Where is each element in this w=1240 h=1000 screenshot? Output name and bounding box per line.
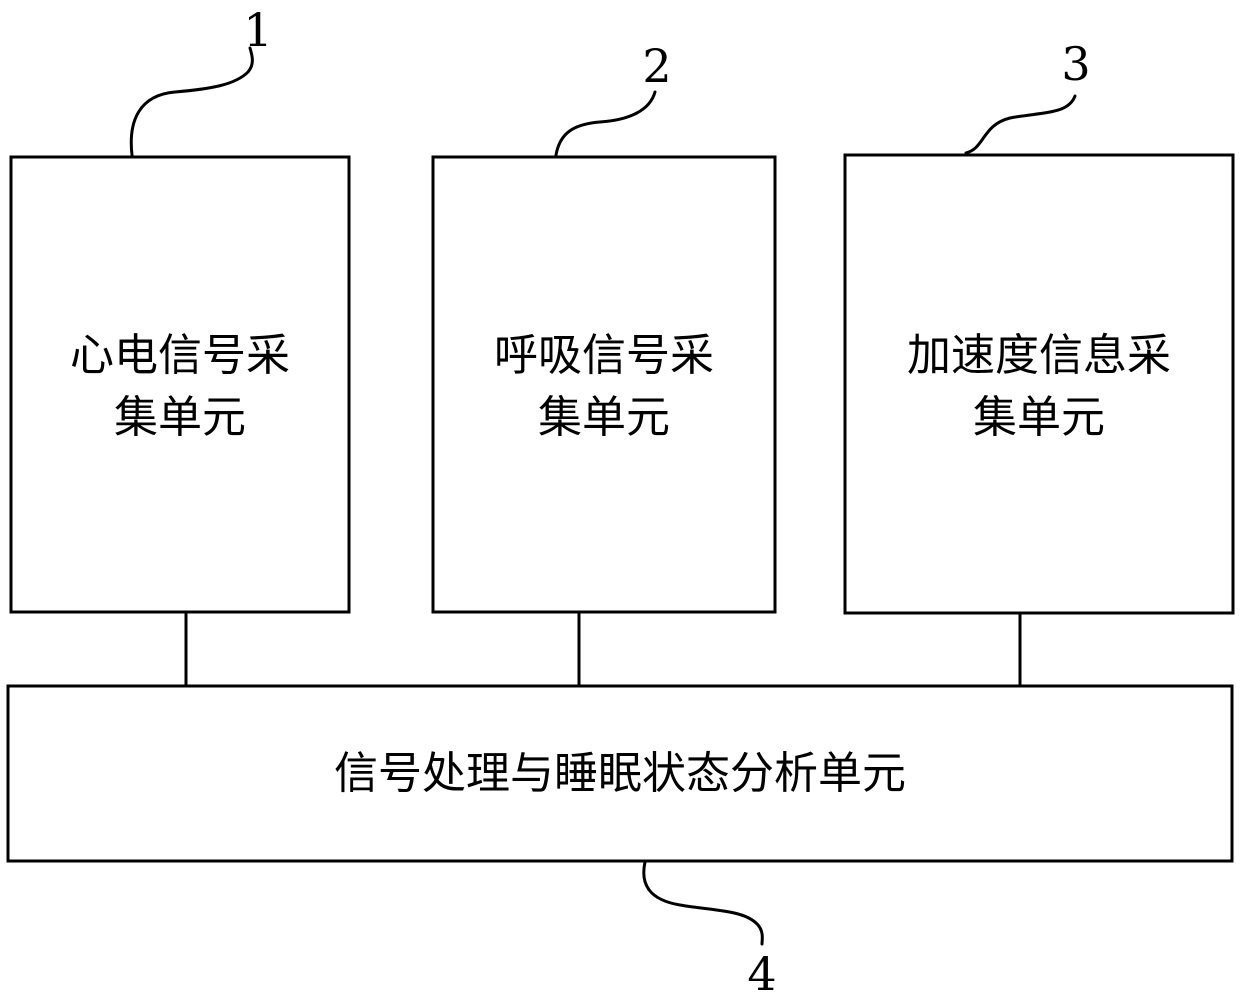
ref-number-1: 1 <box>243 3 272 57</box>
unit-box-1 <box>11 157 349 612</box>
ref-number-3: 3 <box>1061 37 1090 91</box>
unit-acceleration-acquisition: 3 加速度信息采 集单元 <box>845 37 1233 686</box>
unit-label-3-line2: 集单元 <box>973 392 1105 443</box>
unit-box-2 <box>433 157 775 612</box>
unit-label-1-line2: 集单元 <box>114 392 246 443</box>
leader-line-3 <box>966 96 1075 153</box>
unit-label-2-line1: 呼吸信号采 <box>494 330 714 381</box>
unit-label-2-line2: 集单元 <box>538 392 670 443</box>
unit-label-1-line1: 心电信号采 <box>70 330 290 381</box>
leader-line-1 <box>131 48 252 155</box>
unit-label-3-line1: 加速度信息采 <box>907 330 1171 381</box>
ref-number-2: 2 <box>642 39 671 93</box>
unit-respiration-acquisition: 2 呼吸信号采 集单元 <box>433 39 775 686</box>
unit-box-3 <box>845 155 1233 613</box>
unit-signal-processing: 信号处理与睡眠状态分析单元 4 <box>8 686 1232 1000</box>
unit-ecg-acquisition: 1 心电信号采 集单元 <box>11 3 349 686</box>
ref-number-4: 4 <box>747 947 776 1000</box>
processor-label: 信号处理与睡眠状态分析单元 <box>334 748 906 799</box>
leader-line-4 <box>644 862 763 944</box>
leader-line-2 <box>556 92 655 155</box>
